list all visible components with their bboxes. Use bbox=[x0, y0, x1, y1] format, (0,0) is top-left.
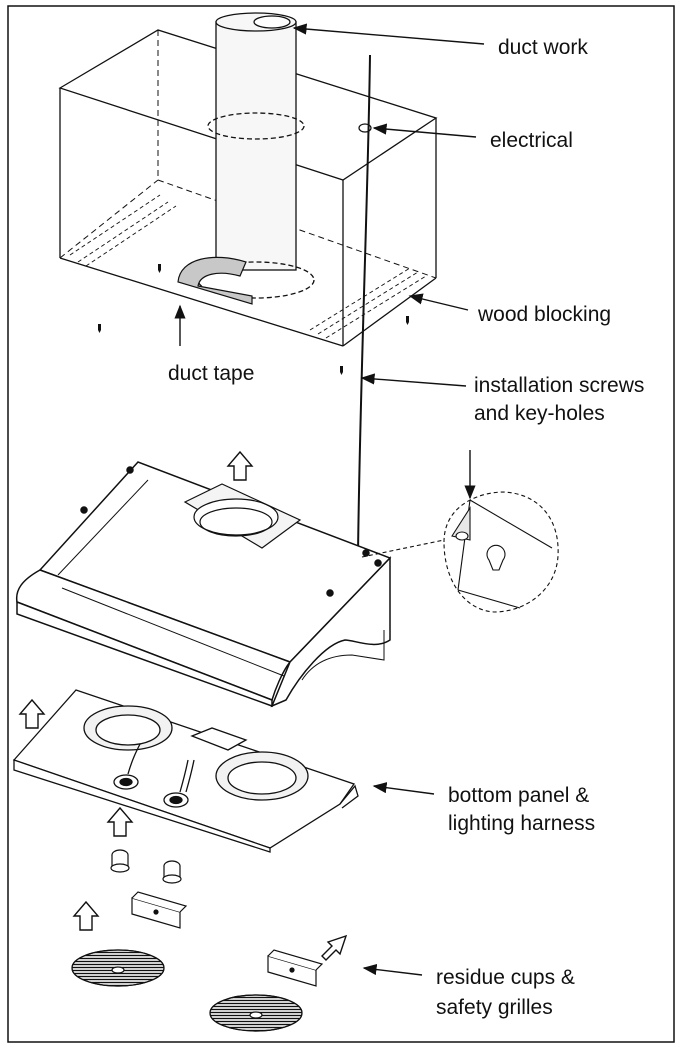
duct-collar bbox=[183, 483, 302, 549]
label-duct-tape: duct tape bbox=[168, 362, 254, 385]
pointer-duct-work bbox=[292, 23, 485, 45]
range-hood-body bbox=[15, 461, 392, 708]
label-key-holes: and key-holes bbox=[474, 402, 605, 425]
keyhole-detail-callout bbox=[361, 491, 559, 613]
pointer-bottom-panel bbox=[372, 782, 435, 795]
label-duct-work: duct work bbox=[498, 36, 588, 59]
wood-blocking-strips bbox=[69, 194, 427, 339]
pointer-residue-cups bbox=[362, 963, 423, 976]
label-installation-screws: installation screws bbox=[474, 374, 644, 397]
grille-brackets bbox=[131, 891, 324, 987]
figure-frame bbox=[7, 5, 675, 1043]
electrical-cable bbox=[357, 54, 371, 556]
electrical-hole bbox=[358, 123, 372, 133]
label-safety-grilles: safety grilles bbox=[436, 996, 553, 1019]
label-electrical: electrical bbox=[490, 129, 573, 152]
pointer-wood-blocking bbox=[408, 293, 469, 311]
label-bottom-panel: bottom panel & bbox=[448, 784, 589, 807]
label-residue-cups: residue cups & bbox=[436, 966, 575, 989]
direction-arrows bbox=[18, 450, 348, 961]
safety-grilles bbox=[71, 949, 303, 1032]
light-bulbs bbox=[110, 849, 182, 884]
callout-pointers bbox=[174, 23, 485, 976]
bottom-panel bbox=[12, 689, 359, 853]
installation-screws bbox=[98, 264, 409, 375]
duct-tape-shape bbox=[177, 256, 253, 305]
label-lighting-harness: lighting harness bbox=[448, 812, 595, 835]
label-wood-blocking: wood blocking bbox=[477, 303, 611, 326]
pointer-electrical bbox=[372, 123, 477, 138]
pointer-installation-screws bbox=[360, 373, 467, 387]
duct-pipe bbox=[197, 12, 315, 299]
